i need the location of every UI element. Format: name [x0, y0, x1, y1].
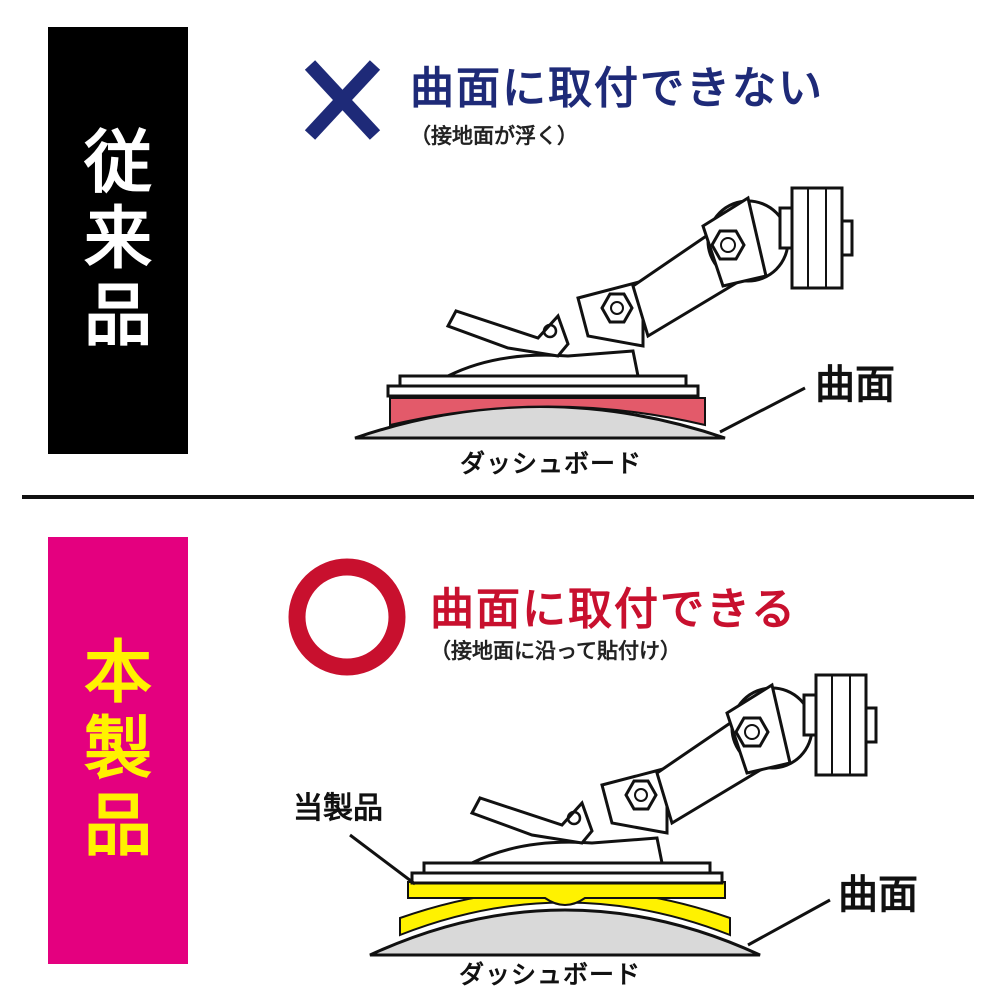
dashboard-label: ダッシュボード: [460, 449, 643, 478]
label-char: 従: [83, 124, 152, 204]
label-char: 来: [83, 200, 152, 280]
can-mount-headline: 曲面に取付できる: [430, 584, 798, 635]
product-callout-line: [349, 833, 416, 886]
label-char: 本: [83, 634, 152, 714]
this-product-label: 本 製 品: [48, 537, 188, 964]
this-product-callout: 当製品: [293, 791, 383, 826]
section-divider: [22, 495, 974, 499]
curved-surface-label: 曲面: [838, 872, 918, 918]
dashboard-curve-new: [369, 908, 761, 957]
cannot-mount-headline: 曲面に取付できない: [410, 63, 824, 114]
label-char: 製: [83, 710, 152, 790]
curved-surface-label: 曲面: [815, 362, 895, 408]
gap-pad-old: [389, 397, 706, 427]
can-mount-subline: （接地面に沿って貼付け）: [430, 639, 681, 663]
callout-line-old: [719, 386, 806, 434]
callout-line-new: [747, 898, 831, 947]
suction-mount-new: [410, 673, 878, 885]
conventional-product-label: 従 来 品: [48, 27, 188, 454]
cross-mark-icon: [304, 60, 381, 140]
dashboard-label: ダッシュボード: [459, 960, 642, 989]
suction-mount-old: [386, 186, 854, 398]
label-char: 品: [83, 786, 152, 866]
cannot-mount-subline: （接地面が浮く）: [410, 124, 578, 148]
product-pad-new: [399, 881, 731, 937]
circle-mark-icon: [288, 558, 406, 676]
label-char: 品: [83, 276, 152, 356]
